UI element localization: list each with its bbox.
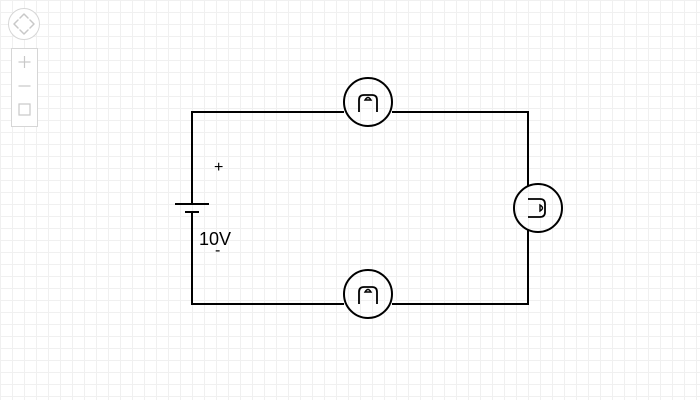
battery-voltage-label: 10V (199, 229, 232, 249)
battery[interactable] (175, 203, 209, 213)
fit-view-button[interactable] (12, 99, 37, 123)
plus-icon (18, 56, 31, 68)
zoom-in-button[interactable] (12, 51, 37, 75)
pan-arrows-icon (13, 13, 35, 35)
pan-control[interactable] (8, 8, 40, 40)
square-icon (18, 103, 31, 116)
battery-positive-label: + (214, 159, 224, 176)
bulb-bottom[interactable] (343, 269, 393, 319)
bulb-right[interactable] (513, 183, 563, 233)
minus-icon (18, 85, 31, 87)
zoom-controls (11, 48, 38, 127)
battery-negative-label: - (215, 242, 221, 259)
bulb-top[interactable] (343, 77, 393, 127)
zoom-out-button[interactable] (12, 75, 37, 99)
